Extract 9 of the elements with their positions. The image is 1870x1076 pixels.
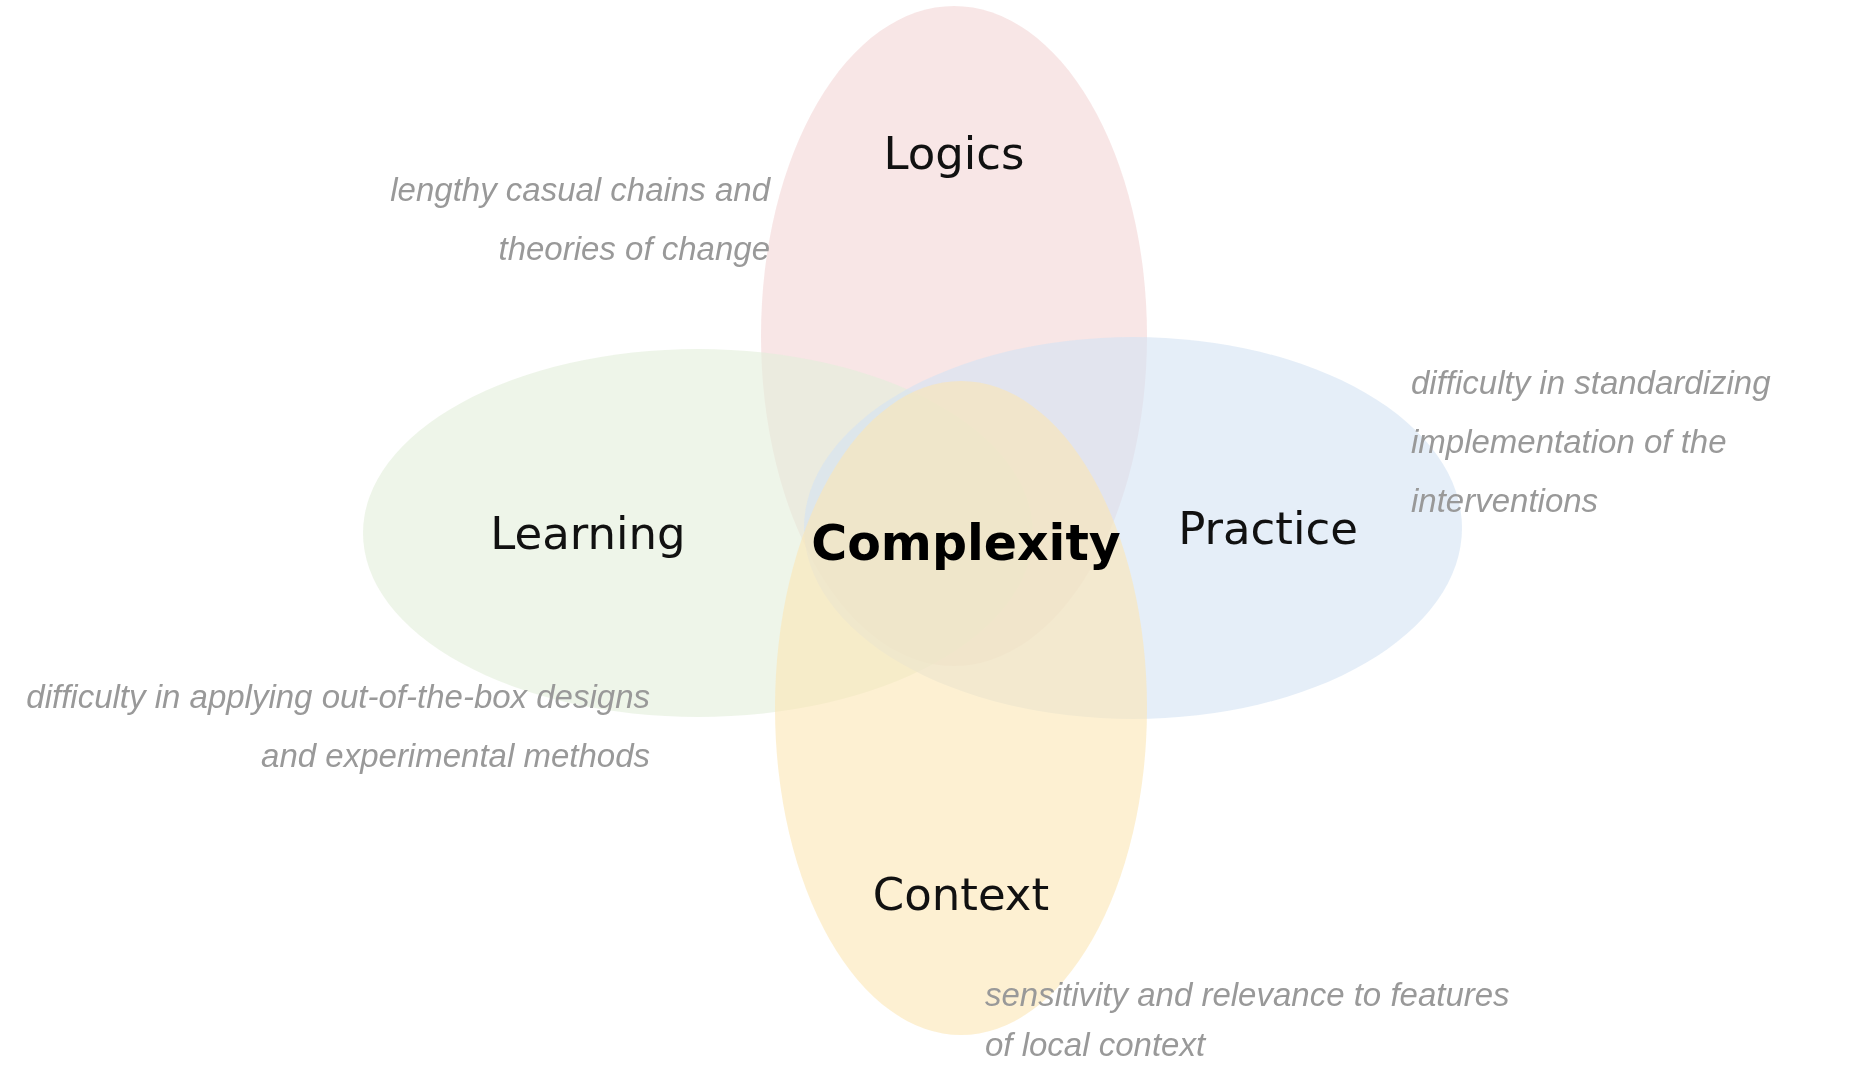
center-label: Complexity (811, 514, 1121, 572)
annotation-text: difficulty in standardizing implementation of the interventions (1411, 363, 1772, 521)
set-label: Learning (490, 506, 686, 560)
set-label: Practice (1178, 501, 1358, 555)
annotation-text: difficulty in applying out-of-the-box designs and experimental methods (25, 677, 650, 776)
annotation-text: sensitivity and relevance to features of local context (985, 975, 1511, 1065)
set-label: Logics (883, 126, 1025, 180)
annotation-text: lengthy casual chains and theories of change (389, 170, 770, 269)
set-label: Context (872, 867, 1050, 921)
